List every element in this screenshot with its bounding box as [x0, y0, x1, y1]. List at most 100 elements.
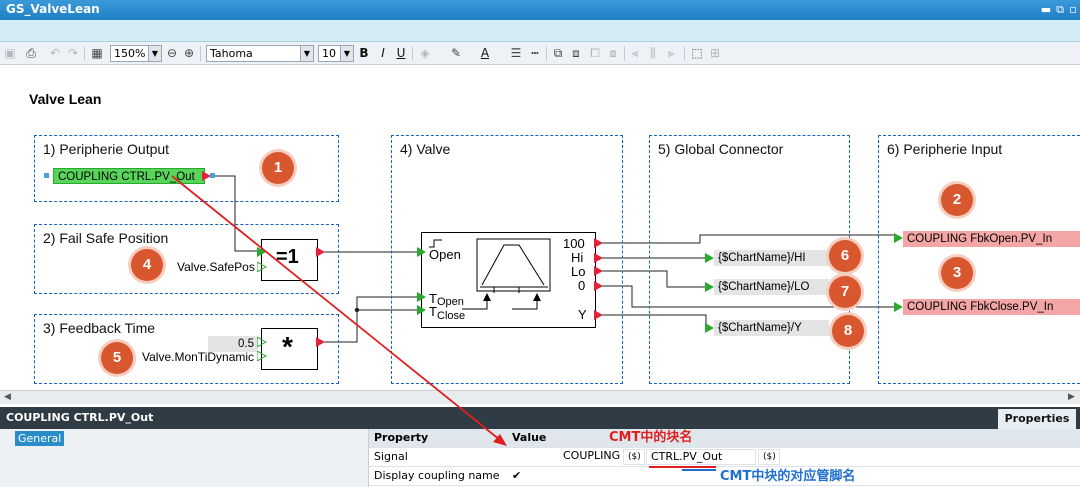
input-pin-icon: [417, 247, 426, 257]
restore-icon[interactable]: ⧉: [1056, 3, 1064, 16]
pin-open: Open: [429, 247, 461, 262]
badge-7: 7: [829, 276, 861, 308]
group-title: 3) Feedback Time: [43, 320, 156, 336]
input-pin-icon: [417, 305, 426, 315]
output-pin-icon: [594, 238, 603, 248]
input-pin-icon: [705, 323, 714, 333]
bold-button[interactable]: B: [359, 46, 369, 60]
dash-style-icon[interactable]: ┅: [531, 46, 539, 60]
badge-1: 1: [262, 152, 294, 184]
output-connector[interactable]: COUPLING CTRL.PV_Out: [53, 168, 205, 184]
pin-tclose-sub: Close: [437, 310, 466, 322]
pin-tclose-t: T: [429, 304, 437, 319]
pin-zero: 0: [578, 278, 586, 293]
save-icon[interactable]: ▣: [4, 46, 16, 60]
signal-pin-tag[interactable]: ($): [758, 449, 780, 465]
multiply-symbol: *: [282, 331, 293, 362]
group-peripherie-input[interactable]: 6) Peripherie Input: [878, 135, 1080, 384]
group-icon[interactable]: ⧠: [590, 46, 600, 60]
properties-body: General Property Value Signal COUPLING (…: [0, 429, 1080, 487]
send-back-icon[interactable]: ⧈: [572, 46, 580, 60]
pin-y: Y: [578, 307, 587, 322]
chart-canvas[interactable]: Valve Lean 1) Peripherie Output COUPLING…: [0, 65, 1080, 390]
align-center-icon[interactable]: ⫼: [650, 46, 656, 60]
table-row: Signal COUPLING ($) CTRL.PV_Out ($): [369, 448, 1080, 467]
bring-front-icon[interactable]: ⧉: [553, 46, 563, 60]
input-connector-fbkopen[interactable]: COUPLING FbkOpen.PV_In: [903, 231, 1080, 247]
print-icon[interactable]: ⎙: [26, 46, 36, 60]
input-pin-icon: [705, 253, 714, 263]
input-pin-icon: [705, 282, 714, 292]
minimize-icon[interactable]: ▬: [1040, 3, 1052, 16]
group-title: 1) Peripherie Output: [43, 141, 170, 157]
format-toolbar: ▣ ⎙ ↶ ↷ ▦ 150% ▼ ⊖ ⊕ Tahoma ▼ 10 ▼ B I U…: [0, 42, 1080, 65]
line-color-icon[interactable]: ✎: [450, 46, 462, 60]
output-pin-icon: [594, 310, 603, 320]
handle-icon[interactable]: [210, 173, 215, 178]
global-connector-lo[interactable]: {$ChartName}/LO: [714, 279, 829, 295]
tab-general[interactable]: General: [15, 431, 65, 446]
handle-icon[interactable]: [44, 173, 49, 178]
signal-pin-value[interactable]: CTRL.PV_Out: [646, 449, 756, 465]
group-title: 5) Global Connector: [658, 141, 784, 157]
zoom-in-icon[interactable]: ⊕: [183, 46, 195, 60]
output-pin-icon: [594, 253, 603, 263]
tab-properties[interactable]: Properties: [998, 409, 1076, 429]
scroll-right-icon[interactable]: ▶: [1068, 392, 1075, 402]
signal-block-tag[interactable]: ($): [623, 449, 645, 465]
global-connector-hi[interactable]: {$ChartName}/HI: [714, 250, 829, 266]
underline-button[interactable]: U: [396, 46, 406, 60]
annotation-pin-name: CMT中块的对应管脚名: [720, 469, 856, 484]
column-property: Property: [374, 431, 429, 444]
canvas-horizontal-scrollbar[interactable]: ◀ ▶: [0, 390, 1080, 404]
zoom-select[interactable]: 150% ▼: [110, 45, 162, 62]
fill-color-icon[interactable]: ◈: [420, 46, 430, 60]
editor-tab-strip: [0, 20, 1080, 42]
group-title: 6) Peripherie Input: [887, 141, 1003, 157]
output-pin-icon: [316, 247, 325, 257]
align-left-icon[interactable]: ⫷: [631, 46, 639, 60]
font-size-select[interactable]: 10 ▼: [318, 45, 354, 62]
badge-8: 8: [832, 315, 864, 347]
font-color-button[interactable]: A: [480, 46, 490, 60]
scroll-left-icon[interactable]: ◀: [4, 392, 11, 402]
row-name: Signal: [374, 450, 408, 463]
valve-block[interactable]: Open T Open T Close 100 Hi Lo 0 Y: [421, 232, 596, 328]
window-titlebar: GS_ValveLean ▬ ⧉ ▫: [0, 0, 1080, 20]
row-name: Display coupling name: [374, 469, 500, 482]
font-name-select[interactable]: Tahoma ▼: [206, 45, 314, 62]
redo-icon[interactable]: ↷: [67, 46, 79, 60]
output-pin-icon: [594, 281, 603, 291]
distribute-icon[interactable]: ⊞: [709, 46, 721, 60]
input-pin-icon: [257, 262, 267, 272]
ungroup-icon[interactable]: ⧇: [609, 46, 617, 60]
chevron-down-icon: ▼: [300, 46, 313, 61]
input-pin-icon: [894, 233, 903, 243]
grid-icon[interactable]: ▦: [91, 46, 103, 60]
display-coupling-checkbox[interactable]: ✔: [512, 469, 522, 482]
output-pin-icon: [316, 337, 325, 347]
global-connector-y[interactable]: {$ChartName}/Y: [714, 320, 829, 336]
line-style-icon[interactable]: ☰: [510, 46, 522, 60]
annotation-block-name: CMT中的块名: [609, 430, 693, 445]
zoom-value: 150%: [114, 47, 146, 60]
badge-3: 3: [941, 257, 973, 289]
align-right-icon[interactable]: ⫸: [667, 46, 675, 60]
badge-4: 4: [131, 249, 163, 281]
input-connector-fbkclose[interactable]: COUPLING FbkClose.PV_In: [903, 299, 1080, 315]
italic-button[interactable]: I: [381, 46, 385, 60]
pin-100: 100: [563, 236, 585, 251]
maximize-icon[interactable]: ▫: [1069, 3, 1077, 16]
zoom-out-icon[interactable]: ⊖: [166, 46, 178, 60]
output-pin-icon: [594, 266, 603, 276]
xor-block[interactable]: =1: [261, 239, 318, 281]
properties-object-name: COUPLING CTRL.PV_Out: [6, 411, 154, 424]
pin-topen-sub: Open: [437, 296, 464, 308]
group-title: 4) Valve: [400, 141, 451, 157]
multiply-block[interactable]: *: [261, 328, 318, 370]
input-pin-icon: [417, 292, 426, 302]
group-title: 2) Fail Safe Position: [43, 230, 169, 246]
undo-icon[interactable]: ↶: [49, 46, 61, 60]
signal-block-value[interactable]: COUPLING: [559, 449, 620, 465]
select-area-icon[interactable]: ⬚: [691, 46, 703, 60]
